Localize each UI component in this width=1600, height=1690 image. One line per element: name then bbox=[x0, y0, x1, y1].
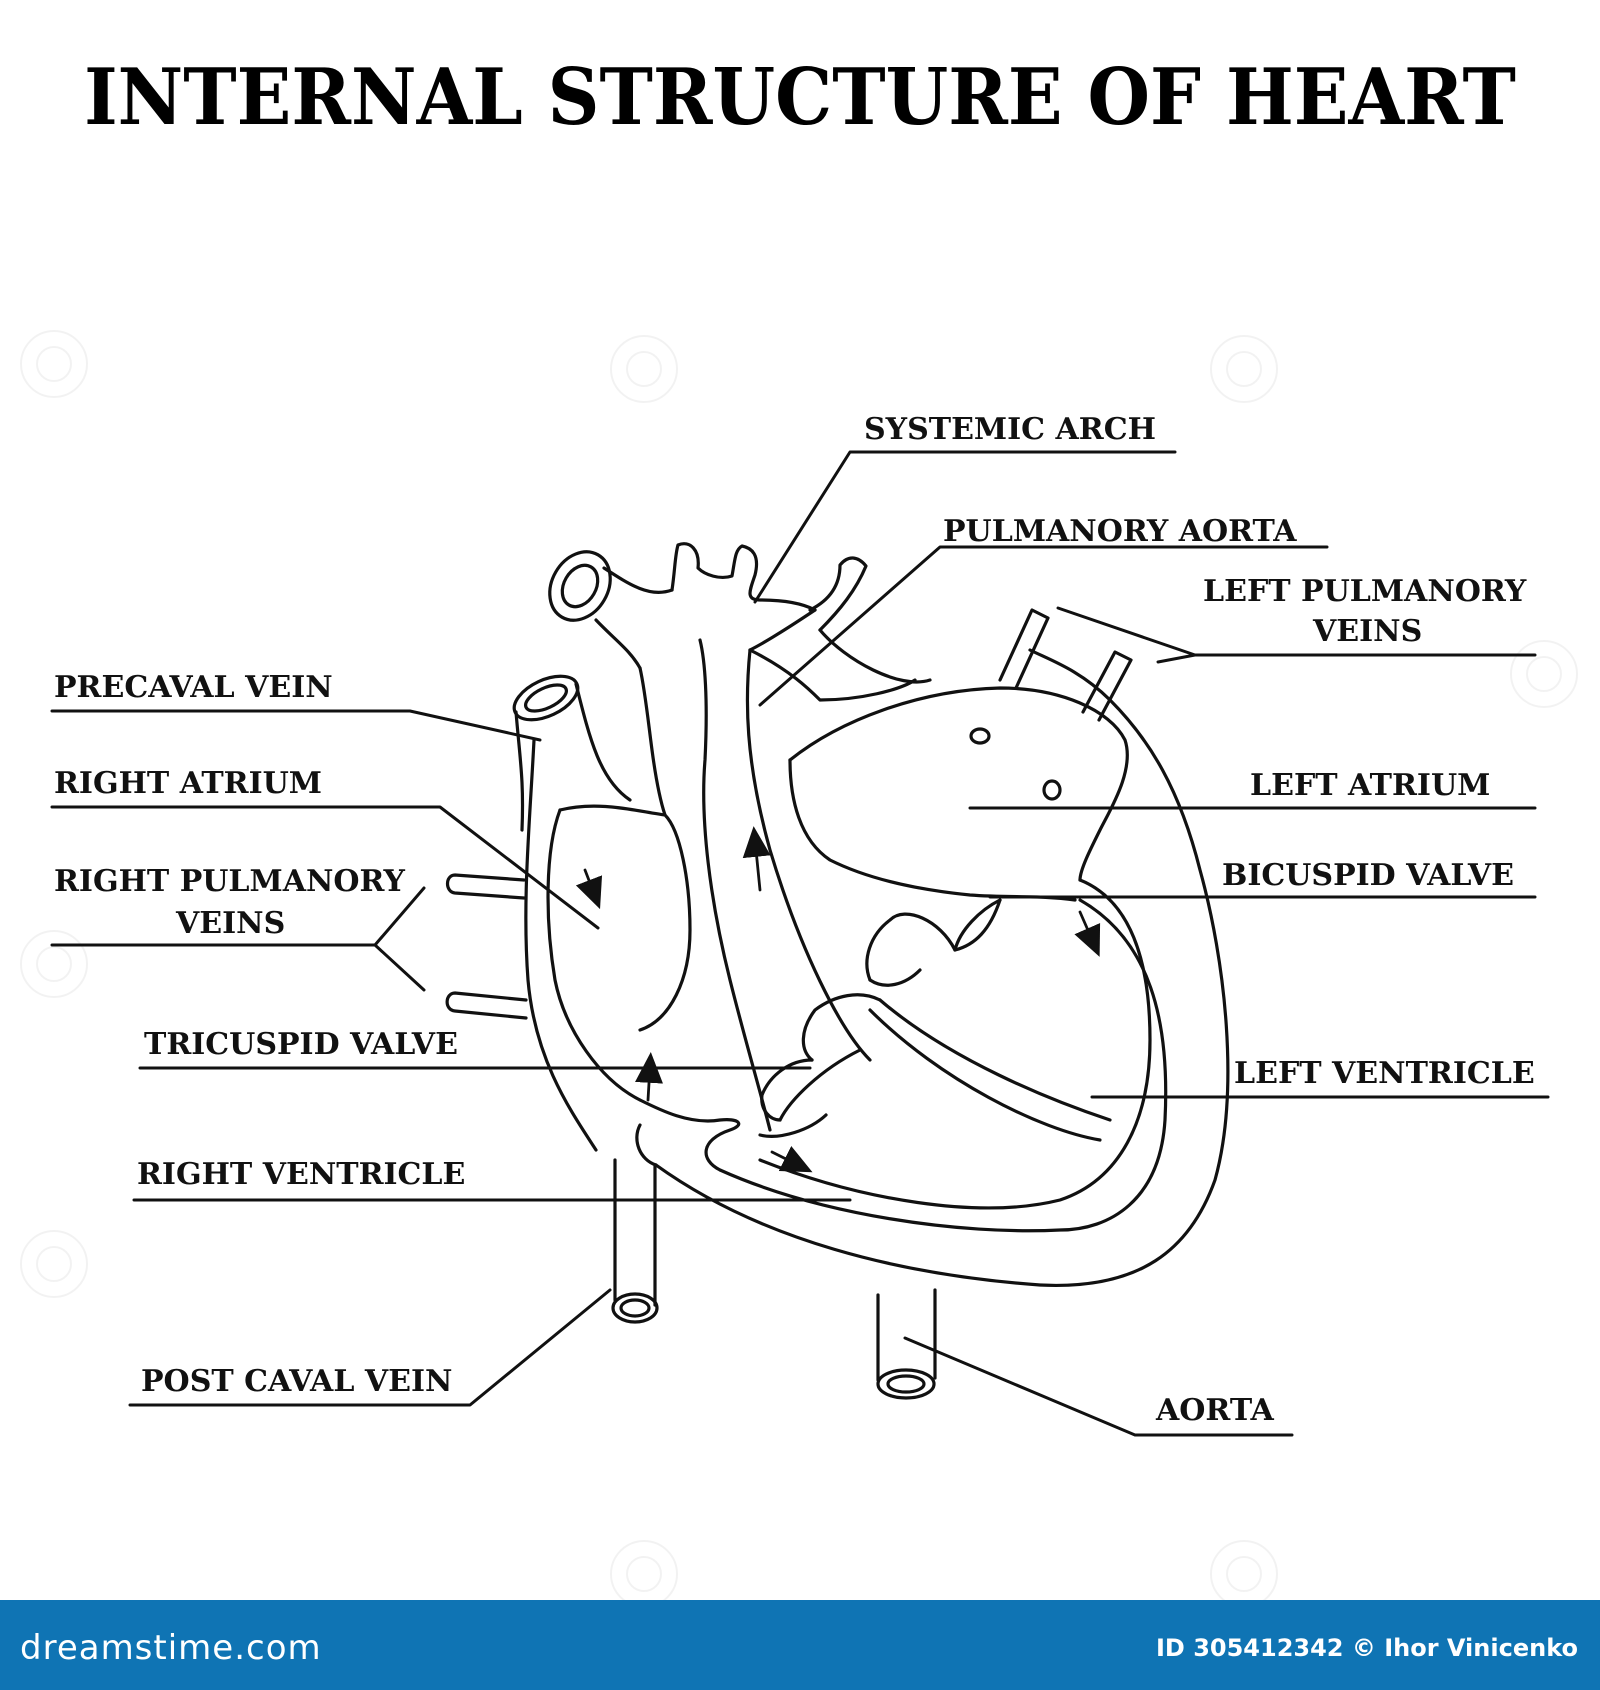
watermark-swirl bbox=[1510, 640, 1578, 708]
right-pulmonary-veins-shape bbox=[445, 873, 528, 1020]
leader-systemic-arch bbox=[753, 450, 1177, 604]
watermark-swirl bbox=[20, 330, 88, 398]
leader-left-pulmonary-veins bbox=[1056, 606, 1537, 657]
right-atrium-shape bbox=[546, 804, 692, 1102]
leader-pulmonary-aorta bbox=[758, 545, 1329, 707]
aorta-shape bbox=[876, 1288, 937, 1400]
footer-bar bbox=[0, 1600, 1600, 1690]
leader-aorta bbox=[903, 1336, 1294, 1437]
tricuspid-valve-shape bbox=[758, 993, 882, 1138]
label-precaval-vein: PRECAVAL VEIN bbox=[54, 670, 333, 705]
flow-arrow bbox=[742, 826, 771, 892]
post-caval-vein-shape bbox=[611, 1158, 659, 1324]
flow-arrow bbox=[575, 868, 603, 910]
label-bicuspid-valve: BICUSPID VALVE bbox=[1222, 858, 1515, 893]
footer-credit: ID 305412342 © Ihor Vinicenko bbox=[1156, 1634, 1578, 1662]
label-right-pulmonary-veins-line1: RIGHT PULMANORY bbox=[54, 864, 405, 899]
label-tricuspid-valve: TRICUSPID VALVE bbox=[144, 1027, 458, 1062]
right-ventricle-shape bbox=[635, 1098, 741, 1172]
label-left-atrium: LEFT ATRIUM bbox=[1250, 768, 1491, 803]
label-left-ventricle: LEFT VENTRICLE bbox=[1234, 1056, 1535, 1091]
watermark-swirl bbox=[610, 335, 678, 403]
label-aorta: AORTA bbox=[1156, 1393, 1274, 1428]
watermark-swirl bbox=[1210, 335, 1278, 403]
label-systemic-arch: SYSTEMIC ARCH bbox=[864, 412, 1156, 447]
diagram-title: INTERNAL STRUCTURE OF HEART bbox=[84, 52, 1516, 143]
label-right-ventricle: RIGHT VENTRICLE bbox=[137, 1157, 466, 1192]
label-post-caval-vein: POST CAVAL VEIN bbox=[141, 1364, 453, 1399]
watermark-swirl bbox=[20, 1230, 88, 1298]
heart-outline bbox=[524, 648, 1230, 1288]
left-pulmonary-veins-shape bbox=[998, 608, 1133, 722]
precaval-vein-shape bbox=[512, 674, 632, 832]
bicuspid-valve-shape bbox=[865, 898, 1002, 987]
footer-brand[interactable]: dreamstime.com bbox=[20, 1628, 322, 1668]
label-pulmonary-aorta: PULMANORY AORTA bbox=[943, 514, 1297, 549]
leader-right-pulmonary-veins-b bbox=[373, 943, 426, 992]
leader-left-pulmonary-veins-b bbox=[1156, 653, 1197, 664]
left-atrium-shape bbox=[788, 686, 1129, 902]
label-left-pulmonary-veins-line1: LEFT PULMANORY bbox=[1203, 574, 1527, 609]
leader-precaval-vein bbox=[50, 709, 542, 742]
flow-arrow bbox=[1074, 910, 1101, 957]
pulmonary-aorta-shape bbox=[748, 556, 932, 702]
flow-arrows bbox=[575, 826, 1101, 1173]
leader-right-atrium bbox=[50, 805, 600, 930]
watermark-swirl bbox=[20, 930, 88, 998]
flow-arrow bbox=[635, 1052, 663, 1102]
label-right-pulmonary-veins-line2: VEINS bbox=[176, 906, 286, 941]
septum-shape bbox=[868, 998, 1112, 1142]
left-ventricle-shape bbox=[758, 878, 1152, 1210]
leader-post-caval-vein bbox=[128, 1288, 612, 1407]
label-left-pulmonary-veins-line2: VEINS bbox=[1313, 614, 1423, 649]
label-right-atrium: RIGHT ATRIUM bbox=[54, 766, 322, 801]
flow-arrow bbox=[770, 1145, 813, 1173]
leader-lines bbox=[50, 450, 1550, 1437]
